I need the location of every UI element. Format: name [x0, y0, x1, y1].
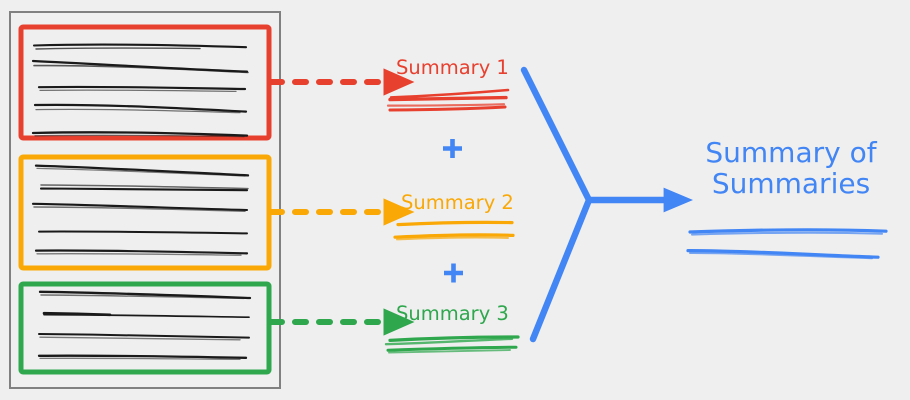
summary-3-underline [384, 335, 520, 354]
plus-operator-1 [443, 139, 462, 158]
document-card-3-border [18, 281, 272, 375]
document-card-2-text-lines [31, 164, 250, 256]
summary-2-underline [393, 220, 515, 241]
final-summary-underline [686, 228, 888, 260]
plus-operator-2 [444, 263, 463, 283]
final-summary-title: Summary of Summaries [700, 137, 882, 200]
final-summary-title-line-1: Summary of [705, 136, 877, 169]
document-card-1[interactable] [18, 24, 272, 141]
final-summary-title-line-2: Summaries [711, 167, 871, 201]
merge-connector [520, 66, 593, 343]
summary-3-label: Summary 3 [396, 302, 509, 325]
summary-2-label: Summary 2 [401, 191, 514, 214]
document-card-3[interactable] [18, 281, 272, 375]
document-card-1-text-lines [31, 43, 249, 138]
document-card-1-border [18, 24, 272, 141]
document-card-2[interactable] [18, 154, 272, 271]
document-collection-container [9, 11, 281, 389]
summary-1-underline [386, 88, 510, 112]
summary-1-label: Summary 1 [396, 56, 509, 79]
document-card-3-text-lines [37, 290, 252, 361]
